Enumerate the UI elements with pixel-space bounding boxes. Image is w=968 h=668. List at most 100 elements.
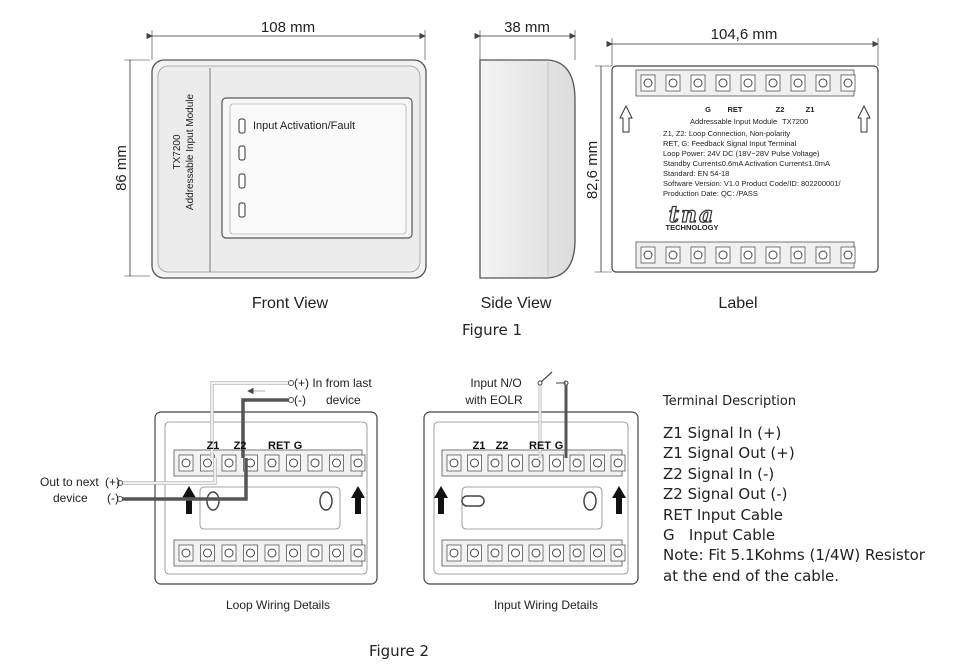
terminal-screw-head	[203, 548, 212, 558]
terminal-screw-head	[668, 78, 678, 88]
terminal-screw-head	[818, 250, 828, 260]
terminal-screw-head	[531, 548, 541, 558]
loop-wiring-diagram: (+) In from last (-) device Out to next …	[40, 376, 378, 612]
label-specification-lines: Z1, Z2: Loop Connection, Non-polarityRET…	[663, 129, 842, 198]
label-spec-line: Z1, Z2: Loop Connection, Non-polarity	[663, 129, 790, 138]
terminal-screw-row	[640, 246, 856, 264]
loop-out-label-2: device	[53, 491, 88, 505]
label-view: 104,6 mm 82,6 mm G RET Z2 Z1 Addressable…	[584, 26, 879, 312]
terminal-screw-head	[181, 548, 191, 558]
terminal-screw-head	[643, 250, 653, 260]
terminal-screw-head	[181, 458, 191, 468]
terminal-screw-head	[490, 458, 500, 468]
input-wiring-label: Input Wiring Details	[494, 598, 598, 612]
terminal-description-line: Z2 Signal In (-)	[663, 464, 775, 483]
module-name: Addressable Input Module	[185, 93, 196, 210]
terminal-screw-head	[793, 250, 803, 260]
loop-in-plus: (+) In from last	[294, 376, 372, 390]
front-view: 108 mm 86 mm Input Activation/Fault TX72…	[113, 19, 427, 312]
terminal-screw-head	[470, 548, 479, 558]
brand-logo: tna	[669, 202, 715, 228]
loop-terminal-ret: RET	[268, 440, 290, 452]
loop-in-minus: (-) device	[294, 393, 361, 407]
terminal-screw-row	[640, 74, 856, 92]
label-spec-line: Standby Current≤0.6mA Activation Current…	[663, 159, 830, 168]
terminal-screw-head	[267, 548, 277, 558]
terminal-screw-head	[353, 458, 363, 468]
terminal-screw-head	[593, 458, 602, 468]
input-wiring-diagram: Input N/O with EOLR Z1 Z2 RET G Input Wi…	[423, 371, 639, 612]
input-label-1: Input N/O	[470, 376, 521, 390]
front-width-dimension: 108 mm	[261, 19, 315, 36]
terminal-screw-row	[446, 454, 626, 472]
terminal-description-line: Z2 Signal Out (-)	[663, 485, 788, 504]
terminal-description-line: Z1 Signal Out (+)	[663, 444, 795, 463]
terminal-screw-head	[743, 250, 753, 260]
terminal-description-line: RET Input Cable	[663, 505, 784, 524]
terminal-description-line: at the end of the cable.	[663, 566, 839, 585]
terminal-screw-head	[449, 548, 459, 558]
terminal-screw-head	[511, 548, 520, 558]
label-view-label: Label	[718, 295, 757, 312]
terminal-screw-head	[203, 458, 212, 468]
terminal-screw-head	[552, 458, 561, 468]
label-product-name: Addressable Input Module	[690, 117, 777, 126]
terminal-screw-head	[668, 250, 678, 260]
terminal-screw-head	[843, 250, 853, 260]
input-terminal-ret: RET	[529, 440, 551, 452]
terminal-screw-head	[332, 548, 341, 558]
input-label-2: with EOLR	[464, 393, 523, 407]
terminal-description-title: Terminal Description	[663, 394, 797, 409]
side-width-dimension: 38 mm	[504, 19, 550, 36]
terminal-description: Terminal Description Z1 Signal In (+) Z1…	[663, 394, 963, 586]
label-width-dimension: 104,6 mm	[711, 26, 778, 43]
figure-2-caption: Figure 2	[369, 642, 429, 660]
label-spec-line: Software Version: V1.0 Product Code/ID: …	[663, 179, 842, 188]
loop-out-minus: (-)	[107, 491, 119, 505]
terminal-screw-head	[613, 548, 623, 558]
label-spec-line: RET, G: Feedback Signal Input Terminal	[663, 139, 797, 148]
terminal-screw-head	[552, 548, 561, 558]
input-terminal-z2: Z2	[496, 440, 509, 452]
terminal-screw-head	[490, 548, 500, 558]
terminal-screw-head	[572, 458, 582, 468]
label-spec-line: Standard: EN 54-18	[663, 169, 729, 178]
terminal-screw-head	[449, 458, 459, 468]
terminal-description-line: Z1 Signal In (+)	[663, 424, 782, 442]
loop-terminal-z2: Z2	[234, 440, 247, 452]
terminal-screw-head	[224, 548, 234, 558]
terminal-screw-head	[843, 78, 853, 88]
terminal-screw-head	[511, 458, 520, 468]
led-label: Input Activation/Fault	[253, 120, 355, 132]
terminal-screw-head	[289, 548, 298, 558]
loop-terminal-g: G	[294, 440, 303, 452]
label-product-model: TX7200	[782, 117, 808, 126]
loop-out-label-1: Out to next	[40, 475, 99, 489]
terminal-screw-head	[572, 548, 582, 558]
terminal-screw-head	[593, 548, 602, 558]
terminal-screw-head	[289, 458, 298, 468]
input-terminal-z1: Z1	[473, 440, 486, 452]
loop-wiring-label: Loop Wiring Details	[226, 598, 330, 612]
terminal-screw-head	[768, 78, 778, 88]
terminal-screw-head	[613, 458, 623, 468]
label-terminal-z1: Z1	[806, 105, 815, 114]
terminal-screw-head	[310, 548, 320, 558]
terminal-description-line: G Input Cable	[663, 526, 776, 545]
terminal-screw-head	[718, 250, 728, 260]
label-terminal-g: G	[705, 105, 711, 114]
terminal-screw-head	[693, 250, 703, 260]
label-spec-line: Loop Power: 24V DC (18V~28V Pulse Voltag…	[663, 149, 820, 158]
terminal-screw-head	[693, 78, 703, 88]
figure-1-caption: Figure 1	[462, 321, 522, 339]
terminal-screw-head	[743, 78, 753, 88]
label-terminal-z2: Z2	[776, 105, 785, 114]
loop-out-plus: (+)	[105, 475, 120, 489]
model-number: TX7200	[172, 134, 183, 169]
terminal-screw-head	[310, 458, 320, 468]
terminal-screw-row	[178, 454, 366, 472]
label-spec-line: Production Date: QC: /PASS	[663, 189, 758, 198]
terminal-screw-head	[224, 458, 234, 468]
led-indicators	[238, 118, 246, 218]
